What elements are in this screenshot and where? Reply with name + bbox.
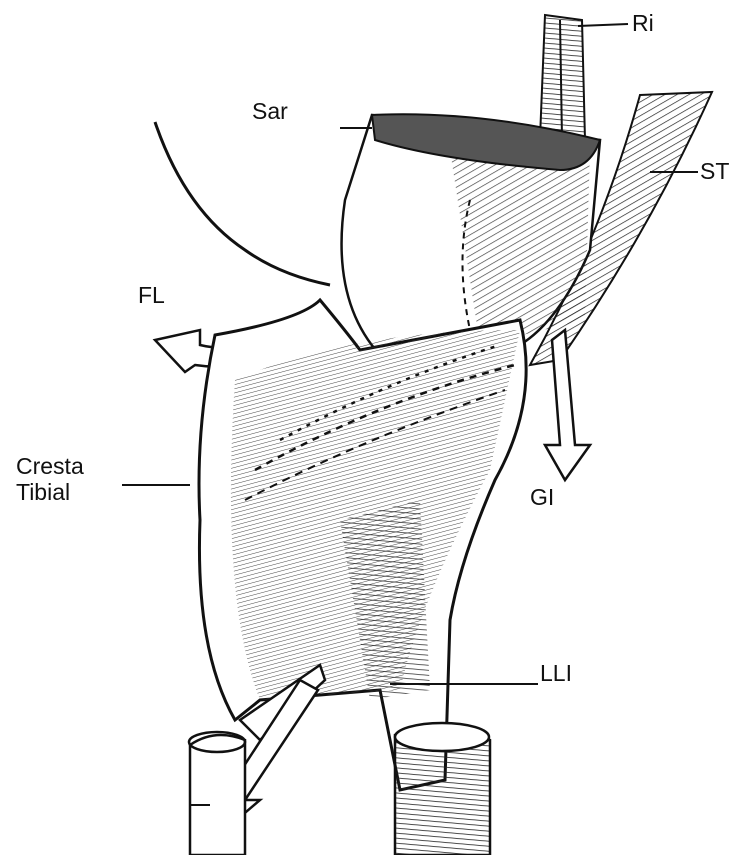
label-cresta-line2: Tibial [16,479,84,505]
label-sar: Sar [252,98,288,124]
label-st: ST [700,158,729,184]
sartorius-muscle [342,114,600,355]
label-cresta-line1: Cresta [16,453,84,479]
gi-arrow [545,330,590,480]
label-cresta-tibial: Cresta Tibial [16,453,84,506]
femur-contour-line [155,122,330,285]
label-lli: LLI [540,660,572,686]
ri-tendon [540,15,585,140]
bottom-cylinders [189,723,490,855]
label-ri: Ri [632,10,654,36]
label-fl: FL [138,282,165,308]
label-gi: GI [530,484,554,510]
